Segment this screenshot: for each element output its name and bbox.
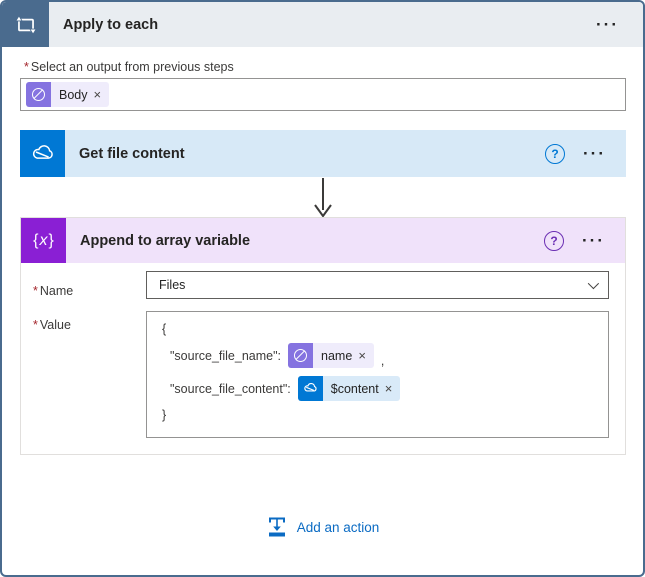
- name-token-remove-icon[interactable]: ×: [358, 348, 366, 363]
- body-token-label: Body: [59, 87, 88, 102]
- get-file-content-title: Get file content: [79, 145, 185, 162]
- http-icon: [26, 82, 51, 107]
- onedrive-icon: [20, 130, 65, 177]
- name-dropdown-value: Files: [159, 278, 186, 292]
- content-token-remove-icon[interactable]: ×: [384, 381, 393, 396]
- help-glyph: ?: [550, 233, 558, 248]
- json-key: "source_file_name":: [170, 348, 282, 363]
- required-marker: *: [33, 318, 38, 332]
- output-label-text: Select an output from previous steps: [30, 60, 234, 74]
- chevron-down-icon: [587, 277, 600, 290]
- append-card: {x} Append to array variable ? ··· *Name…: [20, 217, 626, 455]
- get-file-content-card[interactable]: Get file content ? ···: [20, 130, 626, 177]
- scope-menu-button[interactable]: ···: [592, 12, 623, 37]
- onedrive-icon: [297, 376, 323, 401]
- help-icon[interactable]: ?: [545, 143, 566, 164]
- apply-to-each-loop-icon: [2, 2, 49, 47]
- help-glyph: ?: [551, 146, 559, 161]
- body-token[interactable]: Body ×: [26, 82, 110, 107]
- output-label: *Select an output from previous steps: [24, 60, 234, 74]
- name-label: *Name: [33, 284, 73, 298]
- add-action-icon: [268, 517, 285, 537]
- json-comma: ,: [380, 354, 385, 368]
- content-token-label: $content: [330, 381, 379, 396]
- append-title: Append to array variable: [80, 232, 251, 249]
- add-action-button[interactable]: Add an action: [2, 516, 643, 538]
- value-label: *Value: [33, 318, 71, 332]
- json-close-brace: }: [162, 408, 167, 422]
- variables-icon: {x}: [21, 218, 66, 263]
- name-dropdown[interactable]: Files: [146, 271, 609, 299]
- name-label-text: Name: [39, 284, 74, 298]
- scope-title: Apply to each: [63, 16, 159, 33]
- connector-arrow: [314, 178, 332, 218]
- body-token-remove-icon[interactable]: ×: [93, 87, 102, 102]
- value-label-text: Value: [39, 318, 71, 332]
- apply-to-each-header[interactable]: Apply to each ···: [2, 2, 643, 47]
- add-action-label: Add an action: [296, 519, 380, 535]
- required-marker: *: [24, 60, 29, 74]
- http-icon: [288, 343, 314, 368]
- json-key: "source_file_content":: [170, 381, 291, 396]
- content-token[interactable]: $content ×: [297, 376, 401, 401]
- append-menu-button[interactable]: ···: [578, 228, 609, 253]
- json-row-source-file-content: "source_file_content": $content ×: [162, 372, 598, 405]
- name-token-label: name: [321, 348, 353, 363]
- help-icon[interactable]: ?: [544, 230, 565, 251]
- json-row-source-file-name: "source_file_name": name × ,: [162, 339, 598, 372]
- output-input[interactable]: Body ×: [20, 78, 626, 111]
- value-input[interactable]: { "source_file_name": name × , "source_f…: [146, 311, 609, 438]
- get-file-content-menu-button[interactable]: ···: [579, 141, 610, 166]
- name-token[interactable]: name ×: [288, 343, 374, 368]
- json-open-brace: {: [162, 322, 167, 336]
- append-header[interactable]: {x} Append to array variable ? ···: [21, 218, 625, 263]
- required-marker: *: [33, 284, 38, 298]
